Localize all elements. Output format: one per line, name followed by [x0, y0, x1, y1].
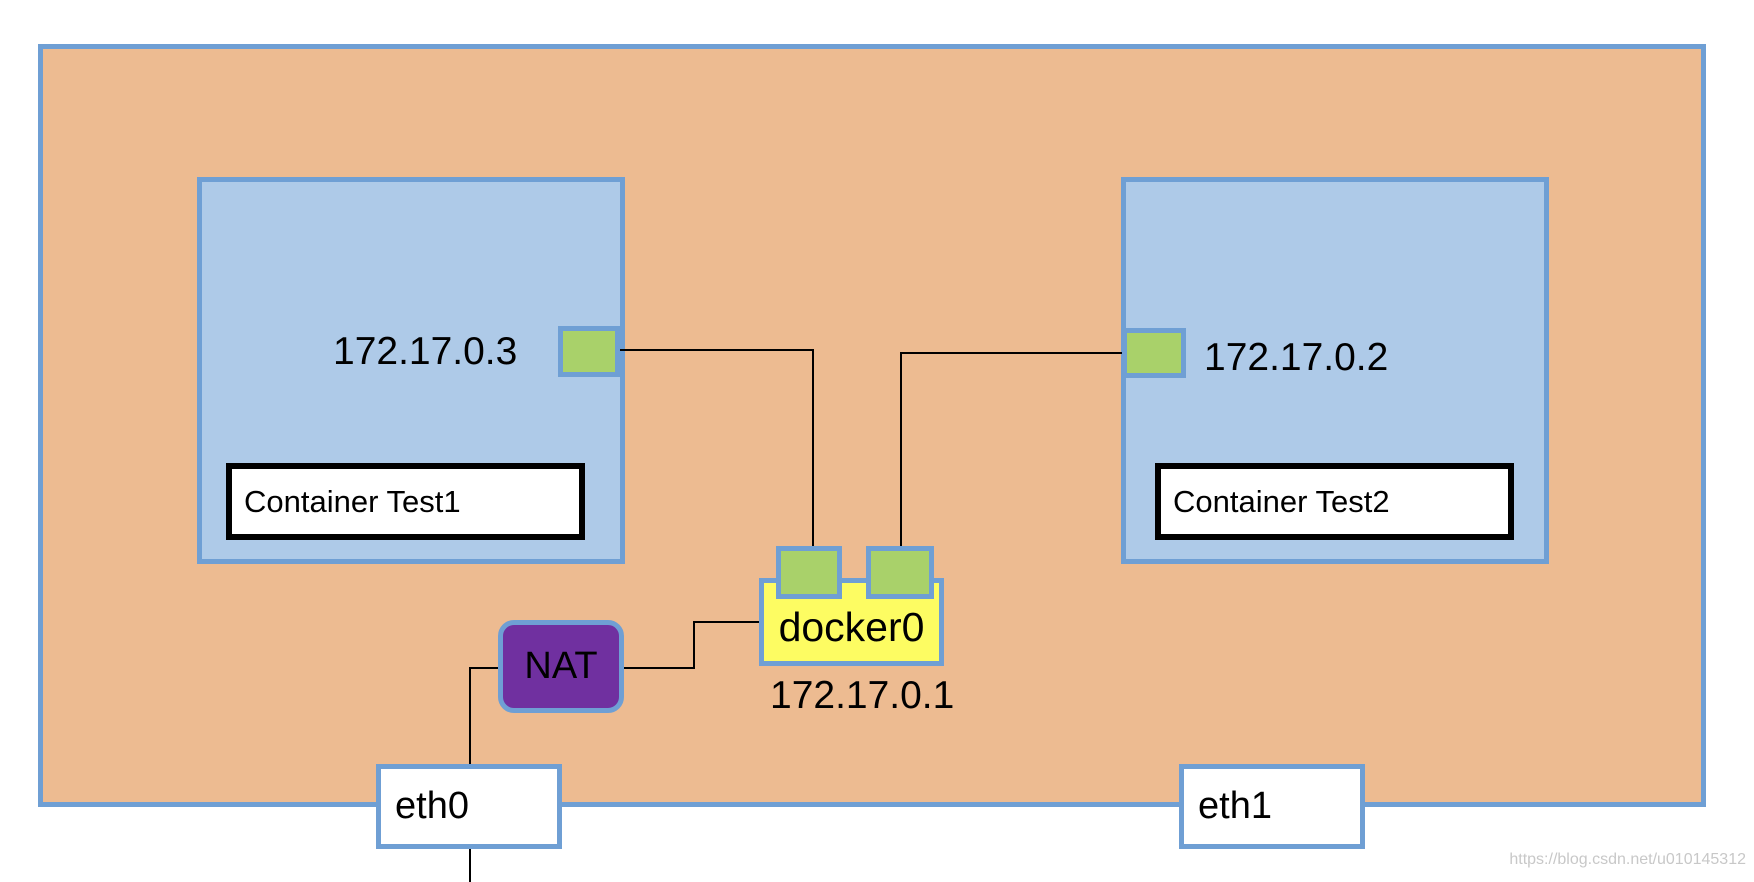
docker0-port-right	[866, 546, 934, 599]
docker0-ip: 172.17.0.1	[770, 674, 955, 717]
container-test1-port	[558, 326, 620, 377]
eth1-interface: eth1	[1179, 764, 1365, 849]
nat-box: NAT	[498, 620, 624, 713]
container-test1-label: Container Test1	[226, 463, 585, 540]
docker0-port-left	[776, 546, 842, 599]
container-test1-ip: 172.17.0.3	[333, 330, 518, 373]
container-test2-ip: 172.17.0.2	[1204, 336, 1389, 379]
watermark: https://blog.csdn.net/u010145312	[1509, 851, 1746, 868]
container-test2-port	[1122, 328, 1186, 378]
container-test2-label: Container Test2	[1155, 463, 1514, 540]
eth0-interface: eth0	[376, 764, 562, 849]
